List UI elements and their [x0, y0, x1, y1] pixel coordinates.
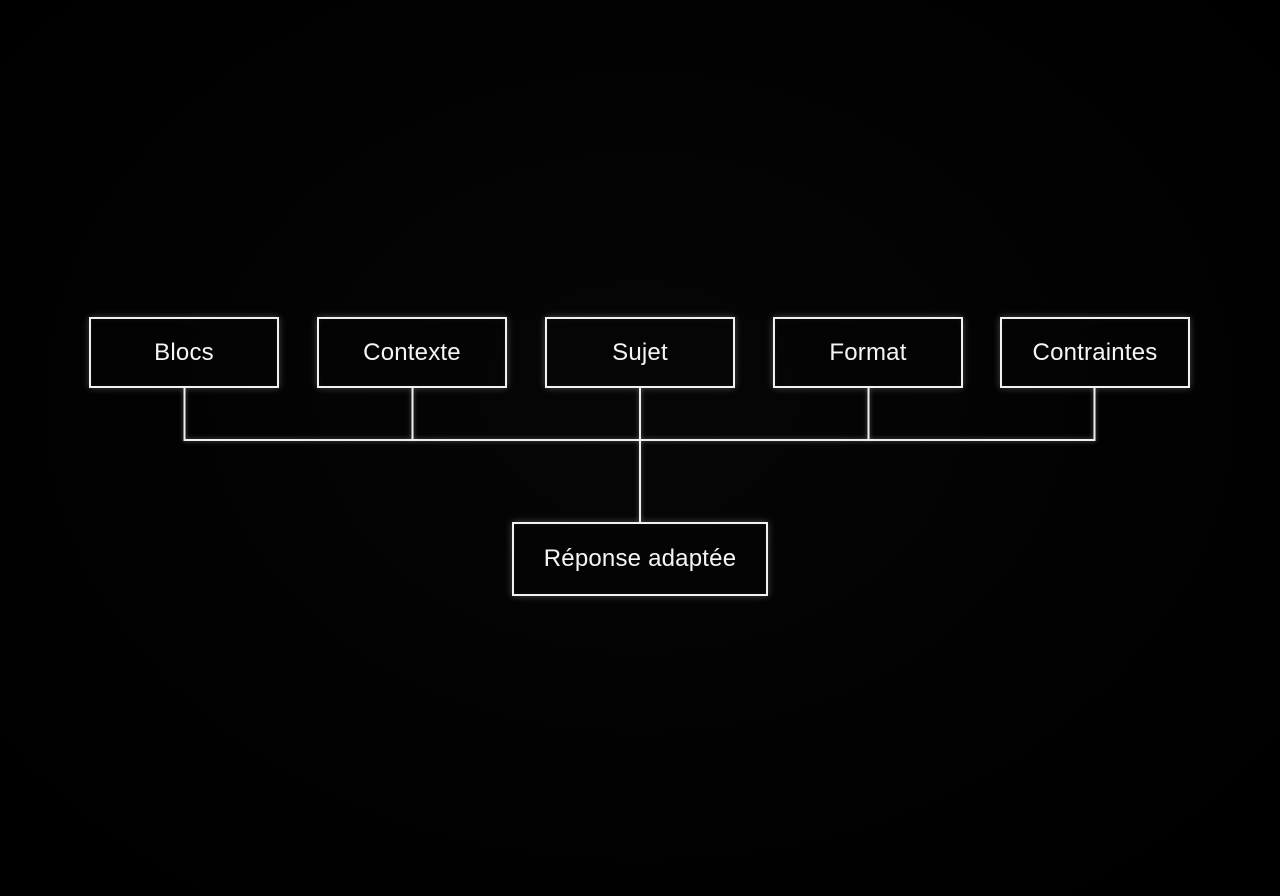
- node-contraintes-label: Contraintes: [1032, 338, 1158, 366]
- node-reponse-adaptee: Réponse adaptée: [512, 522, 768, 596]
- node-contexte: Contexte: [317, 317, 507, 388]
- node-blocs: Blocs: [89, 317, 279, 388]
- node-sujet-label: Sujet: [612, 338, 668, 366]
- node-contraintes: Contraintes: [1000, 317, 1190, 388]
- node-format-label: Format: [829, 338, 907, 366]
- node-reponse-adaptee-label: Réponse adaptée: [543, 545, 737, 572]
- node-format: Format: [773, 317, 963, 388]
- node-sujet: Sujet: [545, 317, 735, 388]
- node-blocs-label: Blocs: [154, 338, 214, 366]
- node-contexte-label: Contexte: [363, 338, 461, 366]
